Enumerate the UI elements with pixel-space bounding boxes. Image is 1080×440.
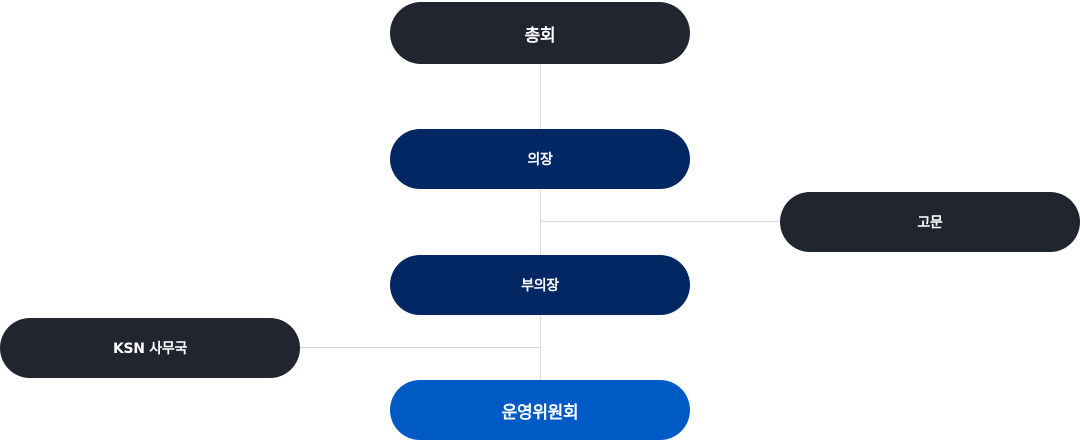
general-assembly-label: 총회 — [524, 25, 556, 46]
main-vertical-connector — [540, 62, 541, 382]
steering-committee-node: 운영위원회 — [390, 380, 690, 440]
secretariat-label: KSN 사무국 — [112, 341, 188, 357]
chairman-node: 의장 — [390, 129, 690, 189]
secretariat-connector — [298, 347, 540, 348]
steering-committee-label: 운영위원회 — [501, 402, 579, 423]
advisor-label: 고문 — [917, 215, 943, 231]
chairman-label: 의장 — [527, 152, 553, 168]
advisor-node: 고문 — [780, 192, 1080, 252]
advisor-connector — [540, 221, 782, 222]
secretariat-node: KSN 사무국 — [0, 318, 300, 378]
general-assembly-node: 총회 — [390, 2, 690, 64]
vice-chairman-label: 부의장 — [521, 278, 559, 294]
vice-chairman-node: 부의장 — [390, 255, 690, 315]
